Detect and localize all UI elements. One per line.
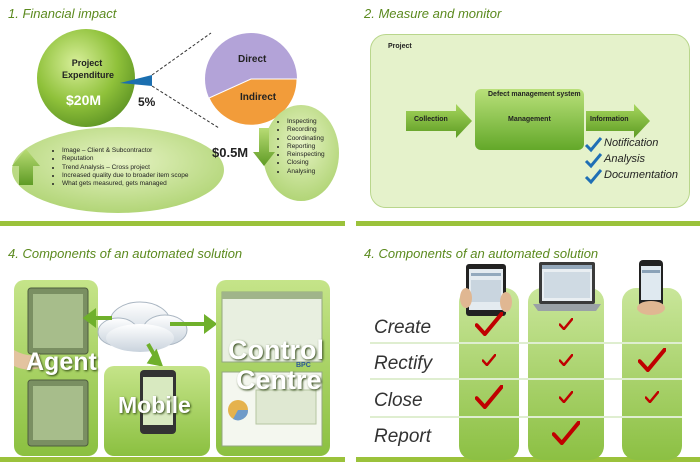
mobile-label: Mobile <box>118 392 191 418</box>
panel-components-b: 4. Components of an automated solution <box>356 240 700 462</box>
panel-title: 2. Measure and monitor <box>364 6 502 21</box>
list-item: Reputation <box>62 155 188 163</box>
list-item: Analysing <box>287 168 325 176</box>
list-item: Reinspecting <box>287 151 325 159</box>
row-label-close: Close <box>374 390 423 411</box>
row-separators <box>370 342 682 418</box>
bpc-label: BPC <box>296 362 311 369</box>
centre-label: Centre <box>236 365 322 395</box>
check-icon <box>584 153 602 169</box>
check-icon <box>475 385 503 409</box>
bottom-bar <box>0 457 345 462</box>
bottom-bar <box>356 221 700 226</box>
laptop-device-icon <box>533 262 601 311</box>
list-item: Closing <box>287 159 325 167</box>
impact-items-list: Image – Client & SubcontractorReputation… <box>50 147 188 188</box>
pie-indirect-slice <box>209 79 298 126</box>
system-label: Defect management system <box>488 91 581 98</box>
tablet-device-icon <box>460 264 512 316</box>
control-label: Control <box>228 335 324 365</box>
check-icon <box>584 169 602 185</box>
list-item: Reporting <box>287 143 325 151</box>
collection-label: Collection <box>414 116 448 123</box>
bottom-bar <box>356 457 700 462</box>
bottom-bar <box>0 221 345 226</box>
list-item: Trend Analysis – Cross project <box>62 164 188 172</box>
project-expenditure-label: Project Expenditure <box>62 58 115 80</box>
cloud-icon <box>97 301 188 352</box>
check-icon <box>559 391 573 403</box>
screen-image <box>221 291 323 363</box>
panel-components-a: 4. Components of an automated solution <box>0 240 345 462</box>
expenditure-amount: $20M <box>66 92 102 108</box>
list-item: Inspecting <box>287 118 325 126</box>
process-diagram <box>406 89 650 150</box>
row-label-report: Report <box>374 426 432 447</box>
collection-arrow-icon <box>406 104 472 138</box>
row-label-rectify: Rectify <box>374 353 433 374</box>
check-icon <box>475 312 503 336</box>
up-arrow-icon <box>12 149 40 185</box>
check-icon <box>638 348 666 372</box>
list-item: Coordinating <box>287 135 325 143</box>
check-icon <box>559 354 573 366</box>
management-label: Management <box>508 116 551 123</box>
panel-title: 4. Components of an automated solution <box>8 246 243 261</box>
check-icon <box>482 354 496 366</box>
panel-measure-monitor: 2. Measure and monitor Project Defect ma… <box>356 0 700 226</box>
indirect-amount: $0.5M <box>212 145 249 160</box>
financial-diagram <box>12 29 339 213</box>
list-item: Increased quality due to broader item sc… <box>62 172 188 180</box>
check-icon <box>584 137 602 153</box>
phone-device-icon <box>637 260 665 315</box>
row-label-create: Create <box>374 317 432 338</box>
direct-label: Direct <box>238 54 267 65</box>
impact-ellipse <box>12 127 224 213</box>
output-label: Notification <box>604 137 659 149</box>
components-collage <box>14 280 330 456</box>
check-icon <box>559 318 573 330</box>
check-icon <box>645 391 659 403</box>
panel-financial-impact: 1. Financial impact <box>0 0 345 226</box>
output-label: Analysis <box>604 153 645 165</box>
project-label: Project <box>388 43 412 50</box>
check-icon <box>552 421 580 445</box>
sync-arrows-icon <box>82 308 218 367</box>
slice-wedge <box>120 75 152 86</box>
output-label: Documentation <box>604 169 678 181</box>
panel-title: 1. Financial impact <box>8 6 117 21</box>
indirect-ellipse <box>263 105 339 201</box>
hand-image <box>14 350 40 370</box>
management-box <box>475 89 584 150</box>
list-item: Recording <box>287 126 325 134</box>
panel-title: 4. Components of an automated solution <box>364 246 599 261</box>
percent-label: 5% <box>138 95 156 109</box>
list-item: Image – Client & Subcontractor <box>62 147 188 155</box>
project-expenditure-circle <box>37 29 135 127</box>
information-label: Information <box>590 116 629 123</box>
list-item: What gets measured, gets managed <box>62 180 188 188</box>
agent-label: Agent <box>26 348 97 376</box>
information-arrow-icon <box>586 104 650 138</box>
indirect-items-list: InspectingRecordingCoordinatingReporting… <box>275 118 325 176</box>
indirect-label: Indirect <box>240 92 277 103</box>
comparison-matrix <box>370 260 682 460</box>
down-arrow-icon <box>253 128 275 166</box>
